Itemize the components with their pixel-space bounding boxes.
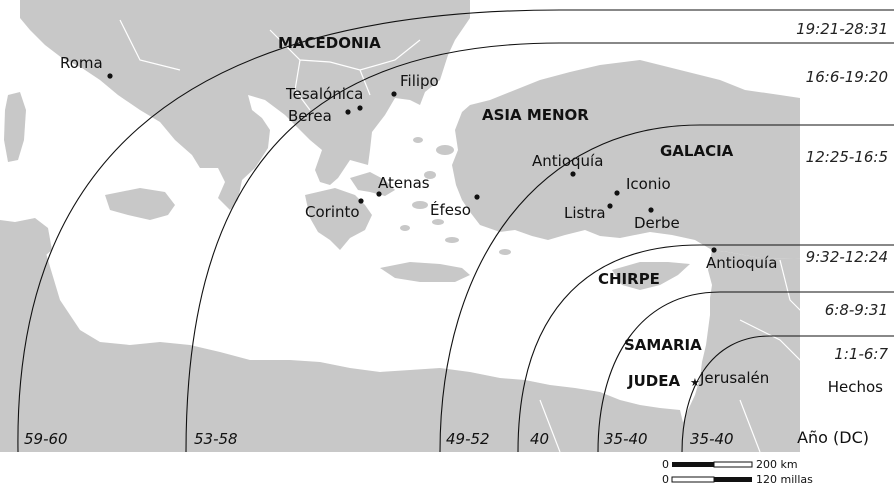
- region-labels: MACEDONIA ASIA MENOR GALACIA CHIRPE SAMA…: [278, 34, 734, 390]
- city-antioquia-siria: Antioquía: [706, 254, 777, 272]
- scale-km-label: 200 km: [756, 458, 798, 471]
- chapter-header: Hechos: [828, 378, 883, 396]
- scale-mi-label: 120 millas: [756, 473, 813, 486]
- city-filipo: Filipo: [400, 72, 439, 90]
- land-aegean-islands: [400, 137, 511, 255]
- dot-filipo: [391, 91, 397, 97]
- chapter-ranges: 19:21-28:31 16:6-19:20 12:25-16:5 9:32-1…: [796, 20, 888, 447]
- city-atenas: Atenas: [378, 174, 430, 192]
- land-attica: [350, 172, 395, 196]
- city-roma: Roma: [60, 54, 103, 72]
- arc-6: [681, 335, 894, 452]
- arc-3: [439, 124, 894, 452]
- city-listra: Listra: [564, 204, 606, 222]
- year-range-2: 53-58: [194, 430, 238, 448]
- region-judea: JUDEA: [627, 372, 680, 390]
- land-italy: [20, 0, 470, 210]
- scale-zero-mi: 0: [662, 473, 669, 486]
- year-range-4: 40: [530, 430, 549, 448]
- land-crete: [380, 262, 470, 282]
- dot-iconio: [614, 190, 620, 196]
- dot-corinto: [358, 198, 364, 204]
- year-range-3: 49-52: [446, 430, 490, 448]
- arc-1: [17, 9, 894, 452]
- land-peloponnese: [305, 188, 372, 250]
- dot-efeso: [474, 194, 480, 200]
- chapter-range-6: 1:1-6:7: [834, 345, 888, 363]
- dot-antioquia-pisidia: [570, 171, 576, 177]
- city-corinto: Corinto: [305, 203, 360, 221]
- land-cyprus: [612, 262, 690, 290]
- city-labels: Roma Filipo Tesalónica Berea Atenas Cori…: [60, 54, 777, 387]
- year-ranges: 59-60 53-58 49-52 40 35-40 35-40: [24, 430, 734, 448]
- dot-tesalonica: [357, 105, 363, 111]
- land-asia-minor: [452, 0, 894, 260]
- arc-4: [517, 244, 894, 452]
- city-tesalonica: Tesalónica: [285, 85, 363, 103]
- scale-zero-km: 0: [662, 458, 669, 471]
- land-tunisia: [15, 218, 52, 260]
- city-dots: ★: [107, 73, 717, 389]
- dot-roma: [107, 73, 113, 79]
- chapter-range-3: 12:25-16:5: [806, 148, 888, 166]
- arc-2: [185, 42, 894, 452]
- scale-bar: 0 200 km 0 120 millas: [662, 458, 813, 486]
- year-range-6: 35-40: [690, 430, 734, 448]
- city-berea: Berea: [288, 107, 332, 125]
- year-range-5: 35-40: [604, 430, 648, 448]
- region-macedonia: MACEDONIA: [278, 34, 381, 52]
- city-antioquia-pisidia: Antioquía: [532, 152, 603, 170]
- city-derbe: Derbe: [634, 214, 680, 232]
- chapter-range-2: 16:6-19:20: [806, 68, 888, 86]
- chapter-range-4: 9:32-12:24: [806, 248, 888, 266]
- land-north-africa: [0, 220, 690, 452]
- region-samaria: SAMARIA: [624, 336, 702, 354]
- chapter-panel: [800, 0, 894, 455]
- region-galacia: GALACIA: [660, 142, 734, 160]
- city-jerusalen: Jerusalén: [699, 369, 769, 387]
- dot-antioquia-siria: [711, 247, 717, 253]
- arc-5: [597, 291, 894, 452]
- dot-derbe: [648, 207, 654, 213]
- star-jerusalen: ★: [690, 376, 700, 389]
- year-range-1: 59-60: [24, 430, 68, 448]
- dot-berea: [345, 109, 351, 115]
- dot-atenas: [376, 191, 382, 197]
- chapter-range-5: 6:8-9:31: [825, 301, 888, 319]
- city-iconio: Iconio: [626, 175, 671, 193]
- land-sardinia: [4, 92, 26, 162]
- year-header: Año (DC): [797, 428, 869, 447]
- dot-listra: [607, 203, 613, 209]
- region-chirpe: CHIRPE: [598, 270, 660, 288]
- land-sicily: [105, 188, 175, 220]
- city-efeso: Éfeso: [430, 200, 471, 219]
- chapter-range-1: 19:21-28:31: [796, 20, 888, 38]
- region-asia-menor: ASIA MENOR: [482, 106, 589, 124]
- route-arcs: [17, 9, 894, 452]
